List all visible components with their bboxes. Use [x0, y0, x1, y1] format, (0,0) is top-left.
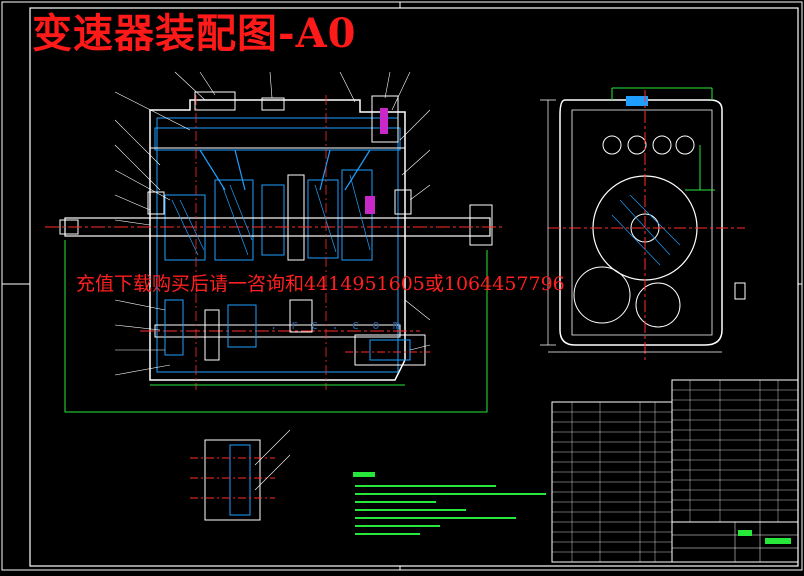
requirements-heading — [353, 472, 375, 477]
watermark-text: 充值下载购买后请一咨询和4414951605或1064457796 — [76, 273, 565, 295]
site-watermark: . r c . c o m — [270, 318, 403, 332]
counter-gear-1 — [164, 299, 184, 356]
reverse-idler-housing — [354, 334, 426, 366]
drain-plug — [734, 282, 746, 300]
breather-cap — [261, 97, 285, 111]
output-flange — [469, 204, 493, 246]
reverse-idler-gear — [369, 339, 411, 361]
title-block-name-mark — [765, 538, 791, 544]
seal-ring — [365, 196, 375, 214]
cover-boss-left — [194, 91, 236, 111]
rail-circle-1 — [602, 135, 622, 155]
leader-lines-right — [399, 109, 431, 351]
detail-view — [190, 429, 291, 521]
gear-2nd — [307, 179, 339, 259]
output-bearing — [394, 189, 412, 215]
housing-outline — [149, 99, 406, 381]
parts-list-right — [671, 379, 799, 523]
parts-list — [551, 379, 799, 563]
detail-part-outline — [204, 439, 261, 521]
gear-1st — [341, 169, 373, 261]
end-section-hatch — [611, 194, 681, 266]
end-small-dimension — [685, 145, 715, 191]
detent-spring — [380, 108, 388, 134]
counter-gear-4 — [289, 299, 313, 333]
synchronizer-sleeve — [261, 184, 285, 256]
counter-gear-circle — [573, 266, 631, 324]
title-block-mark — [738, 530, 752, 536]
counter-gear-2 — [204, 309, 220, 361]
leader-lines-left — [114, 91, 191, 376]
idler-gear-circle — [635, 282, 681, 328]
section-hatch-upper — [171, 174, 371, 256]
end-housing-inner — [571, 109, 713, 336]
technical-requirements — [353, 472, 546, 535]
end-height-dimension — [540, 99, 556, 346]
overall-length-dimension — [64, 240, 488, 413]
counter-gear-3 — [227, 304, 257, 348]
detail-gear — [229, 444, 251, 516]
rail-circle-3 — [652, 135, 672, 155]
cover-boss-right — [371, 95, 399, 143]
shift-rail-housing — [154, 127, 401, 151]
end-width-dimension — [611, 87, 713, 100]
end-view — [540, 87, 746, 360]
rail-circle-4 — [675, 135, 695, 155]
rail-circle-2 — [627, 135, 647, 155]
inner-frame — [29, 7, 799, 567]
shift-forks — [199, 149, 371, 191]
leader-lines-top — [174, 71, 411, 111]
main-section-view — [45, 71, 505, 413]
input-bearing — [147, 191, 165, 215]
gear-4th — [214, 179, 254, 261]
end-housing-outline — [559, 99, 723, 346]
end-top-boss — [626, 96, 648, 106]
detail-leaders — [254, 429, 291, 491]
requirements-lines — [355, 485, 546, 535]
housing-inner-wall — [156, 117, 399, 373]
parts-list-rows — [552, 380, 798, 562]
drawing-title: 变速器装配图-A0 — [32, 10, 357, 57]
